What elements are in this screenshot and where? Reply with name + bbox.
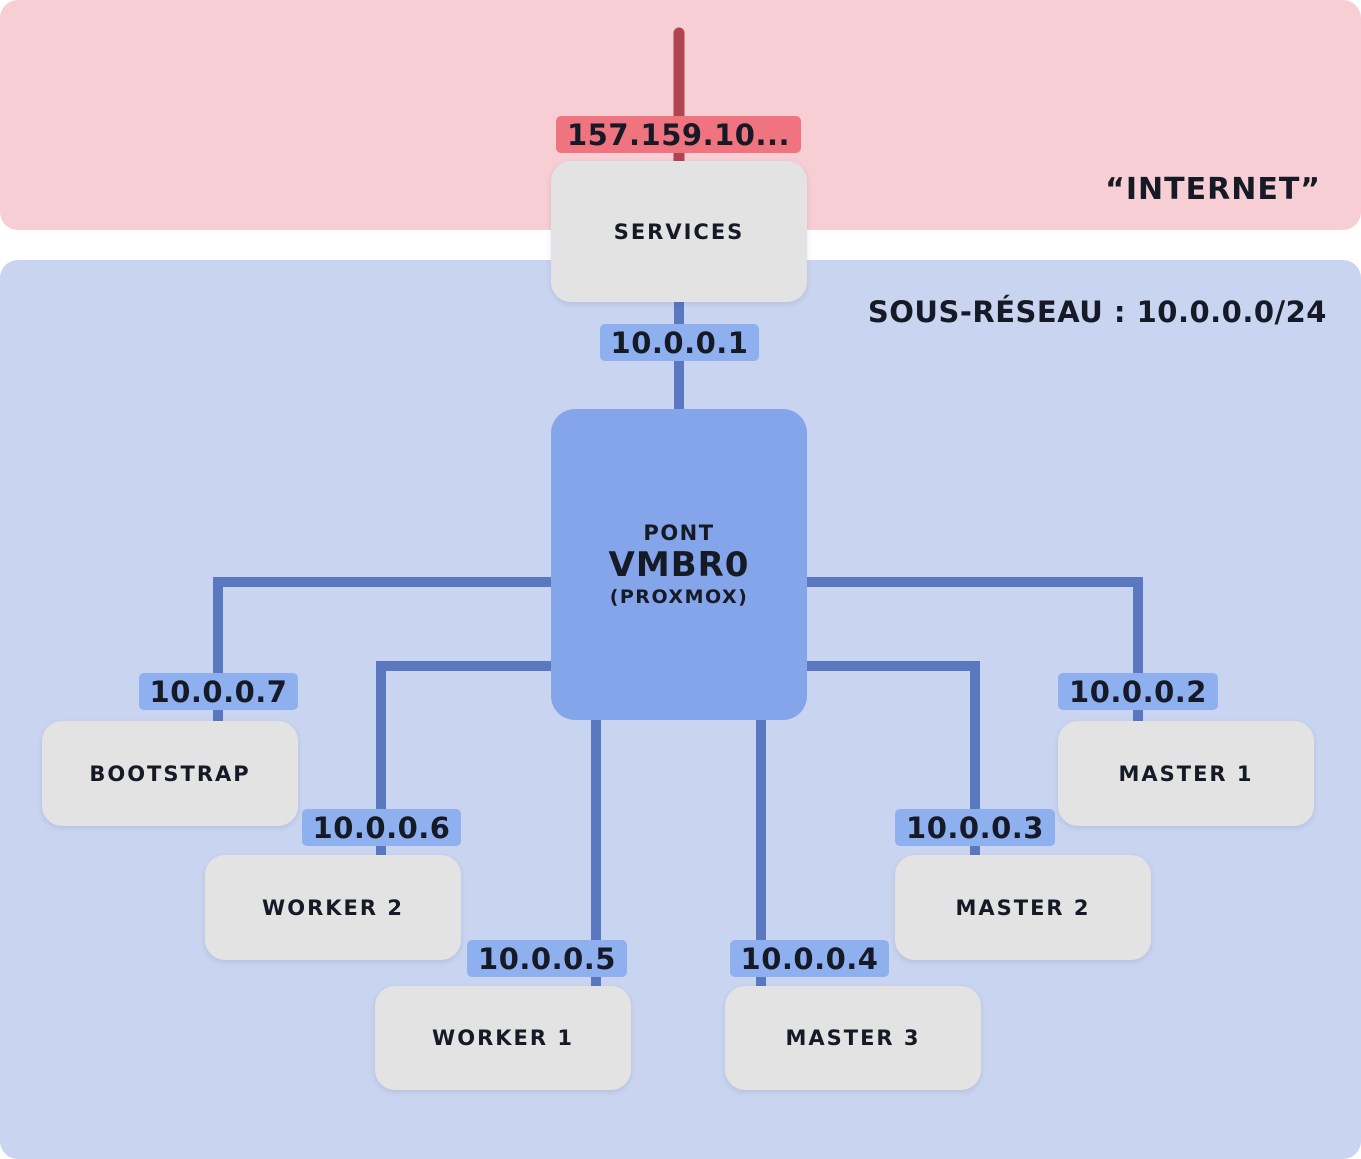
ip-badge-services: 10.0.0.1 — [600, 324, 759, 361]
link-worker2 — [376, 661, 552, 856]
node-services: SERVICES — [551, 161, 807, 302]
ip-badge-worker2: 10.0.0.6 — [302, 809, 461, 846]
ip-badge-master2: 10.0.0.3 — [895, 809, 1055, 846]
node-master3: MASTER 3 — [725, 986, 981, 1090]
bridge-label-name: VMBR0 — [608, 544, 750, 585]
ip-badge-master3: 10.0.0.4 — [730, 940, 889, 977]
node-bootstrap: BOOTSTRAP — [42, 721, 298, 826]
bridge-label-pont: PONT — [643, 520, 715, 545]
ip-badge-worker1: 10.0.0.5 — [467, 940, 627, 977]
node-master2: MASTER 2 — [895, 855, 1151, 960]
bridge-label-platform: (PROXMOX) — [609, 585, 749, 608]
node-master1: MASTER 1 — [1058, 721, 1314, 826]
bridge-vmbr0: PONT VMBR0 (PROXMOX) — [551, 409, 807, 720]
subnet-label: SOUS-RÉSEAU : 10.0.0.0/24 — [867, 295, 1327, 329]
link-master2 — [806, 661, 980, 856]
ip-badge-master1: 10.0.0.2 — [1058, 673, 1218, 710]
internet-label: “INTERNET” — [1105, 172, 1321, 207]
ip-badge-bootstrap: 10.0.0.7 — [139, 673, 298, 710]
node-worker2: WORKER 2 — [205, 855, 461, 960]
ip-badge-public: 157.159.10... — [556, 116, 801, 153]
node-worker1: WORKER 1 — [375, 986, 631, 1090]
